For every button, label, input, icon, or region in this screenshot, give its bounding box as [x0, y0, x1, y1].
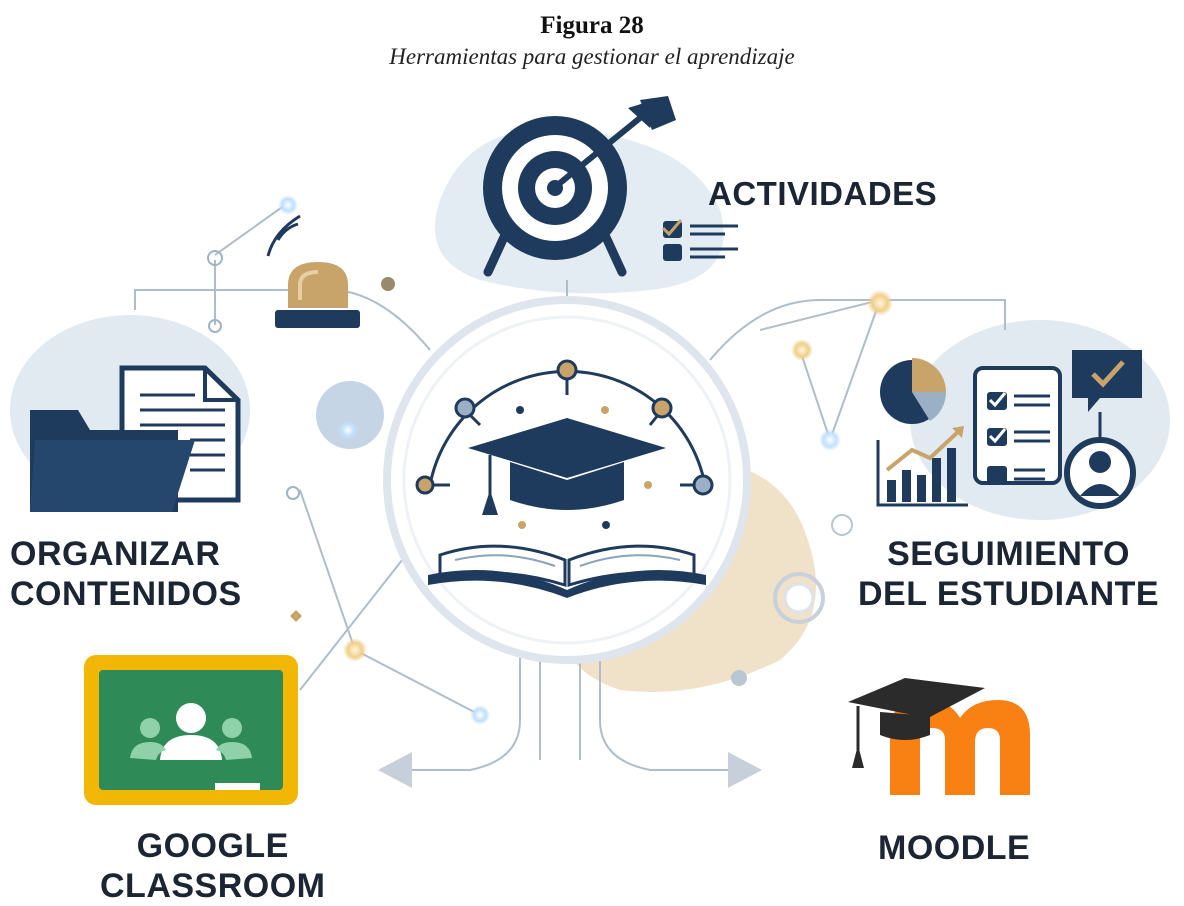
folder-documents-icon [30, 365, 241, 512]
seguimiento-label-line2: DEL ESTUDIANTE [858, 575, 1160, 613]
left-arrowhead [378, 752, 412, 788]
target-arrow-icon [483, 96, 676, 277]
google-label-line2: CLASSROOM [100, 867, 326, 905]
figure-subtitle: Herramientas para gestionar el aprendiza… [389, 44, 795, 69]
moodle-logo [848, 678, 1030, 795]
google-classroom-logo [84, 655, 298, 805]
google-classroom-label: GOOGLE CLASSROOM [100, 826, 326, 906]
seguimiento-estudiante-label: SEGUIMIENTO DEL ESTUDIANTE [858, 534, 1159, 614]
organizar-label-line2: CONTENIDOS [10, 575, 242, 613]
seguimiento-label-line1: SEGUIMIENTO [887, 535, 1130, 573]
center-hub [383, 296, 751, 664]
connector-lines [134, 204, 1006, 771]
actividades-label: ACTIVIDADES [708, 175, 938, 212]
google-label-line1: GOOGLE [136, 827, 289, 865]
organizar-label-line1: ORGANIZAR [10, 535, 221, 573]
figure-title: Figura 28 [540, 12, 644, 39]
moodle-label: MOODLE [878, 829, 1031, 867]
glow-dots [207, 195, 893, 725]
analytics-checklist-icon [876, 350, 1142, 509]
right-arrowhead [728, 752, 762, 788]
organizar-contenidos-label: ORGANIZAR CONTENIDOS [10, 534, 242, 614]
checklist-icon [661, 219, 738, 261]
graduation-cap-book-icon [415, 359, 714, 598]
alarm-light-icon [266, 214, 360, 328]
